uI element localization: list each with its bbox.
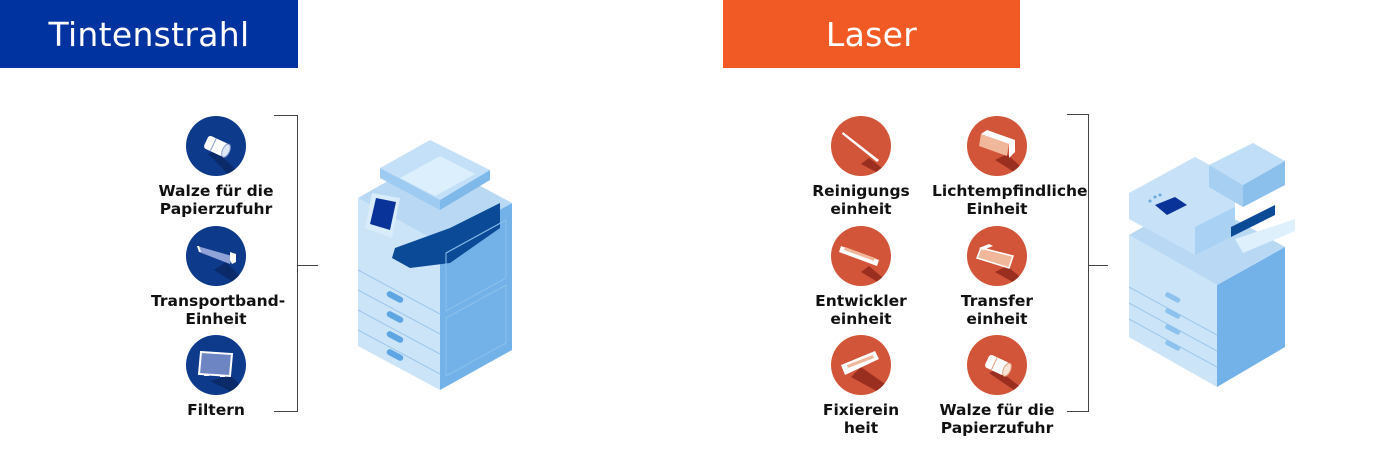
roller-icon [186,116,246,176]
inkjet-part-transfer-belt: Transportband-Einheit [151,226,286,328]
filter-icon [186,335,246,395]
part-label: Filtern [187,401,245,419]
part-label: Einheit [185,310,247,328]
inkjet-printer-illustration [357,140,512,390]
inkjet-part-filter: Filtern [151,335,281,419]
part-label: Fixierein [822,401,900,419]
part-label: Reinigungs [812,182,910,200]
part-label: einheit [966,310,1028,328]
part-label: Entwickler [815,292,907,310]
roller-icon [967,335,1027,395]
laser-connector [1088,265,1108,266]
fuser-unit-icon [831,335,891,395]
transfer-unit-icon [967,226,1027,286]
part-label: Einheit [966,200,1028,218]
developer-unit-icon [831,226,891,286]
part-label: einheit [830,310,892,328]
inkjet-bracket [274,115,298,412]
transfer-belt-icon [186,226,246,286]
laser-bracket [1067,114,1089,412]
part-label: einheit [830,200,892,218]
inkjet-header: Tintenstrahl [0,0,298,68]
cleaning-blade-icon [831,116,891,176]
part-label: Papierzufuhr [159,200,273,218]
part-label: Lichtempfindliche [932,182,1088,200]
inkjet-title: Tintenstrahl [48,14,250,54]
laser-header: Laser [723,0,1020,68]
laser-printer-illustration [1128,143,1295,387]
part-label: Walze für die [939,401,1055,419]
drum-unit-icon [967,116,1027,176]
part-label: Walze für die [158,182,274,200]
part-label: Papierzufuhr [940,419,1054,437]
part-label: Transportband- [151,292,286,310]
inkjet-connector [298,265,318,266]
part-label: Transfer [960,292,1034,310]
laser-title: Laser [825,14,918,54]
part-label: heit [843,419,879,437]
